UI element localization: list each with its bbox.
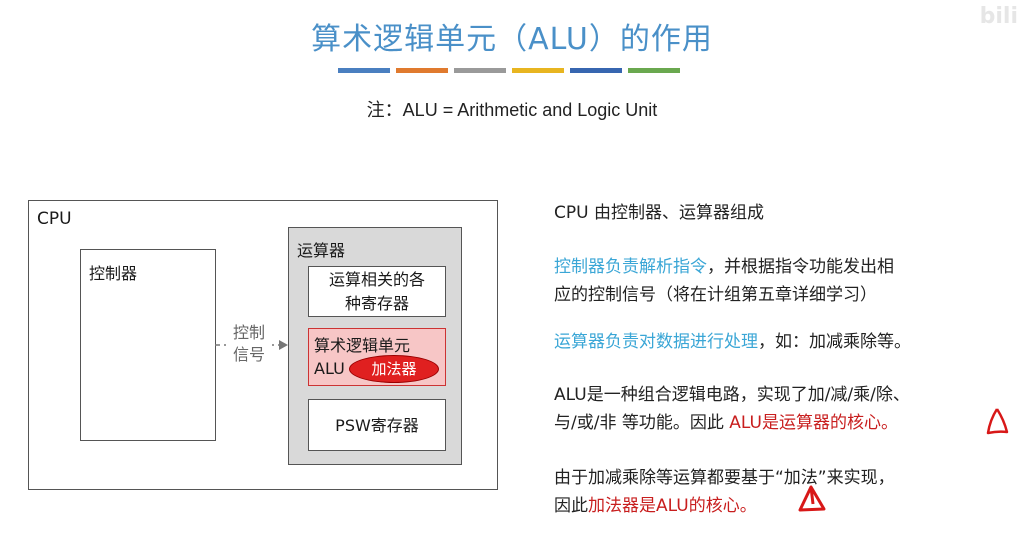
accent-bar-2 — [396, 68, 448, 73]
controller-text-rest: ，并根据指令功能发出相 — [707, 257, 894, 277]
control-signal-line1: 控制 — [232, 323, 265, 342]
explanation-alu: ALU是一种组合逻辑电路，实现了加/减/乘/除、 与/或/非 等功能。因此 AL… — [554, 381, 1014, 437]
control-signal-line2: 信号 — [232, 345, 265, 364]
arithmetic-unit-box: 运算器 运算相关的各 种寄存器 算术逻辑单元 ALU 加法器 PSW寄存器 — [288, 227, 462, 465]
accent-bar-5 — [570, 68, 622, 73]
alu-box: 算术逻辑单元 ALU 加法器 — [308, 328, 446, 386]
alu-label-line1: 算术逻辑单元 — [314, 336, 411, 355]
explanation-adder: 由于加减乘除等运算都要基于“加法”来实现， 因此加法器是ALU的核心。 — [554, 464, 1014, 520]
controller-highlight: 控制器负责解析指令 — [554, 257, 707, 277]
cpu-label: CPU — [37, 209, 72, 229]
explanation-controller: 控制器负责解析指令，并根据指令功能发出相 应的控制信号（将在计组第五章详细学习） — [554, 253, 1014, 309]
red-triangle-mark-icon — [798, 485, 826, 512]
page-title: 算术逻辑单元（ALU）的作用 — [311, 22, 713, 57]
alu-definition-note: 注：ALU = Arithmetic and Logic Unit — [366, 100, 658, 120]
arithmetic-unit-label: 运算器 — [297, 241, 346, 260]
explanation-arithmetic-unit: 运算器负责对数据进行处理，如：加减乘除等。 — [554, 328, 1014, 356]
psw-register-box: PSW寄存器 — [308, 399, 446, 451]
adder-text-line2: 因此 — [554, 496, 588, 516]
cpu-box: CPU 控制器 控制 信号 运算器 运算相关的各 种寄存器 算术逻辑单元 ALU… — [28, 200, 498, 490]
controller-label: 控制器 — [89, 264, 138, 283]
explanation-cpu-components: CPU 由控制器、运算器组成 — [554, 203, 764, 223]
control-signal-label: 控制 信号 — [226, 322, 272, 366]
alu-text-line1: ALU是一种组合逻辑电路，实现了加/减/乘/除、 — [554, 385, 910, 405]
registers-box: 运算相关的各 种寄存器 — [308, 266, 446, 317]
alu-text-line2: 与/或/非 等功能。因此 — [554, 413, 730, 433]
adder-text-line1: 由于加减乘除等运算都要基于“加法”来实现， — [554, 468, 895, 488]
arithmetic-unit-highlight: 运算器负责对数据进行处理 — [554, 332, 758, 352]
controller-box: 控制器 — [80, 249, 216, 441]
alu-core-highlight: ALU是运算器的核心。 — [729, 413, 898, 433]
red-triangle-mark-icon — [986, 408, 1009, 435]
accent-bar-3 — [454, 68, 506, 73]
adder-oval: 加法器 — [349, 355, 439, 383]
accent-bar-4 — [512, 68, 564, 73]
controller-text-line2: 应的控制信号（将在计组第五章详细学习） — [554, 285, 877, 305]
registers-line2: 种寄存器 — [344, 294, 409, 313]
alu-label-line2: ALU — [314, 359, 345, 378]
adder-core-highlight: 加法器是ALU的核心。 — [588, 496, 757, 516]
accent-bar-6 — [628, 68, 680, 73]
registers-line1: 运算相关的各 — [328, 270, 425, 289]
arithmetic-unit-text-rest: ，如：加减乘除等。 — [758, 332, 911, 352]
watermark: bili — [979, 4, 1018, 29]
accent-bar-1 — [338, 68, 390, 73]
